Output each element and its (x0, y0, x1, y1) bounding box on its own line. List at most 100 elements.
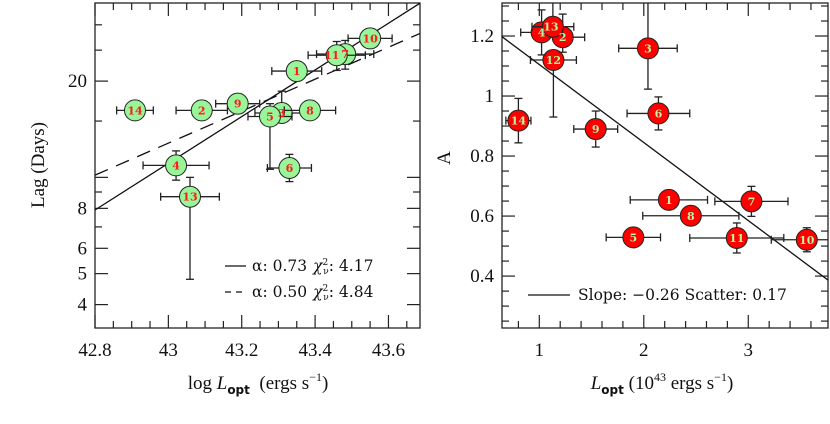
point-marker (636, 37, 659, 60)
point-marker (165, 154, 188, 177)
point-label: 13 (543, 21, 558, 34)
point-marker (647, 102, 670, 125)
legend-entry-slope: Slope: −0.26 Scatter: 0.17 (578, 286, 787, 304)
fit-lines (502, 36, 828, 281)
legend-chi: χ (312, 257, 324, 275)
y-tick-label: 5 (78, 264, 88, 285)
plot-frame (94, 2, 421, 329)
point-marker (507, 109, 530, 132)
fit-line-solid (502, 36, 828, 281)
point-label: 13 (182, 191, 197, 204)
point-marker (795, 228, 818, 251)
data-point-10 (347, 27, 393, 50)
data-point-8 (642, 204, 740, 227)
data-point-9 (573, 110, 619, 148)
point-marker (325, 44, 348, 67)
x-tick-label: 43 (159, 340, 178, 361)
legend-chi-sup: 2 (323, 284, 329, 294)
point-label: 8 (306, 104, 314, 117)
point-label: 4 (172, 159, 180, 172)
point-label: 14 (511, 115, 527, 128)
legend-chi-value: : 4.17 (329, 257, 374, 275)
legend-chi-value: : 4.84 (329, 283, 374, 301)
x-title-close: ) (322, 373, 328, 394)
data-point-8 (283, 99, 337, 122)
x-title-var: L (590, 373, 602, 394)
point-label: 8 (687, 210, 695, 223)
data-point-13 (531, 3, 575, 38)
y-tick-label: 6 (78, 238, 88, 259)
point-label: 9 (592, 123, 600, 136)
x-title-close: ) (727, 373, 733, 394)
data-point-4 (142, 150, 210, 181)
point-marker (657, 188, 680, 211)
data-point-6 (626, 96, 691, 131)
point-marker (622, 226, 645, 249)
y-tick-label: 8 (78, 198, 88, 219)
x-tick-label: 1 (535, 340, 545, 361)
point-marker (190, 99, 213, 122)
x-tick-label: 43.2 (225, 340, 258, 361)
point-marker (226, 92, 249, 115)
legend-chi-sub: ν (323, 293, 328, 303)
point-label: 5 (630, 231, 638, 244)
x-tick-label: 43.4 (298, 340, 332, 361)
point-label: 2 (198, 104, 206, 117)
x-title-unit: (ergs s (250, 373, 309, 394)
data-point-7 (714, 185, 789, 218)
right-y-axis-title: A (434, 151, 455, 165)
data-point-3 (618, 3, 678, 90)
data-point-1 (271, 60, 323, 83)
x-title-prefix: log (188, 373, 217, 394)
data-point-11 (689, 222, 785, 254)
point-marker (298, 99, 321, 122)
legend-chi-sub: ν (323, 267, 328, 277)
x-title-sub: opt (601, 383, 624, 397)
x-title-sup: 43 (654, 370, 666, 384)
data-point-13 (160, 176, 221, 280)
left-y-axis-title: Lag (Days) (28, 122, 49, 208)
point-label: 10 (799, 234, 815, 247)
point-marker (359, 27, 382, 50)
data-point-5 (605, 226, 662, 249)
x-tick-label: 42.8 (78, 340, 111, 361)
data-point-6 (266, 153, 313, 183)
data-point-12 (529, 49, 578, 118)
x-tick-label: 2 (639, 340, 649, 361)
point-label: 11 (324, 49, 339, 62)
point-marker (679, 204, 702, 227)
x-title-sup: −1 (309, 370, 322, 384)
legend-alpha: α: 0.50 (252, 283, 307, 301)
point-label: 7 (748, 195, 756, 208)
data-point-9 (215, 92, 261, 115)
y-tick-label: 1 (485, 86, 495, 107)
y-tick-label: 1.2 (470, 26, 494, 47)
point-label: 4 (538, 26, 546, 39)
x-tick-label: 43.6 (372, 340, 405, 361)
point-label: 6 (286, 162, 294, 175)
data-point-14 (115, 99, 154, 122)
legend-chi: χ (312, 283, 324, 301)
point-label: 2 (559, 31, 567, 44)
point-marker (179, 185, 202, 208)
point-label: 10 (362, 32, 378, 45)
point-marker (584, 118, 607, 141)
point-label: 14 (127, 104, 143, 117)
right-legend: Slope: −0.26 Scatter: 0.17 (528, 286, 787, 304)
point-marker (740, 190, 763, 213)
point-label: 3 (278, 107, 286, 120)
x-title-sub: opt (227, 383, 250, 397)
y-tick-label: 20 (68, 71, 87, 92)
x-title-sup2: −1 (714, 370, 727, 384)
y-tick-label: 0.4 (470, 266, 494, 287)
point-marker (278, 156, 301, 179)
data-point-2 (175, 99, 229, 122)
point-label: 7 (341, 48, 349, 61)
